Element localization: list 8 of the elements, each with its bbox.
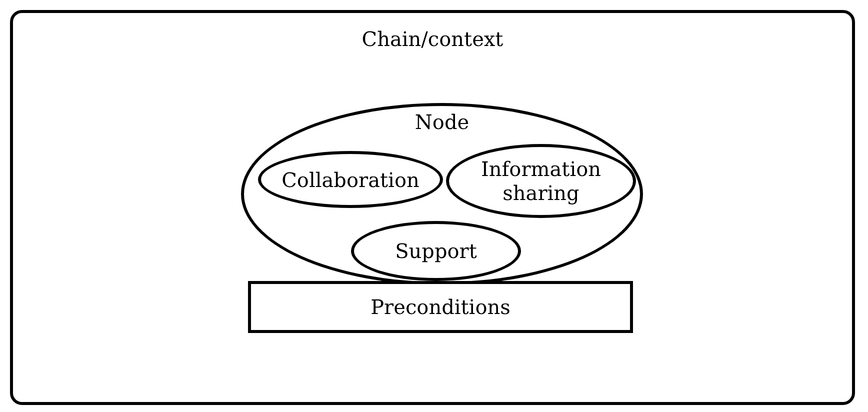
preconditions-box <box>248 281 633 333</box>
shape-label: Preconditions <box>370 295 510 319</box>
heading-label: Node <box>414 110 470 134</box>
shape-label: Support <box>395 239 477 263</box>
shape-label: Collaboration <box>282 168 420 192</box>
context-frame <box>10 10 855 405</box>
shape-label: Information sharing <box>480 157 602 205</box>
heading-label: Chain/context <box>360 27 504 51</box>
